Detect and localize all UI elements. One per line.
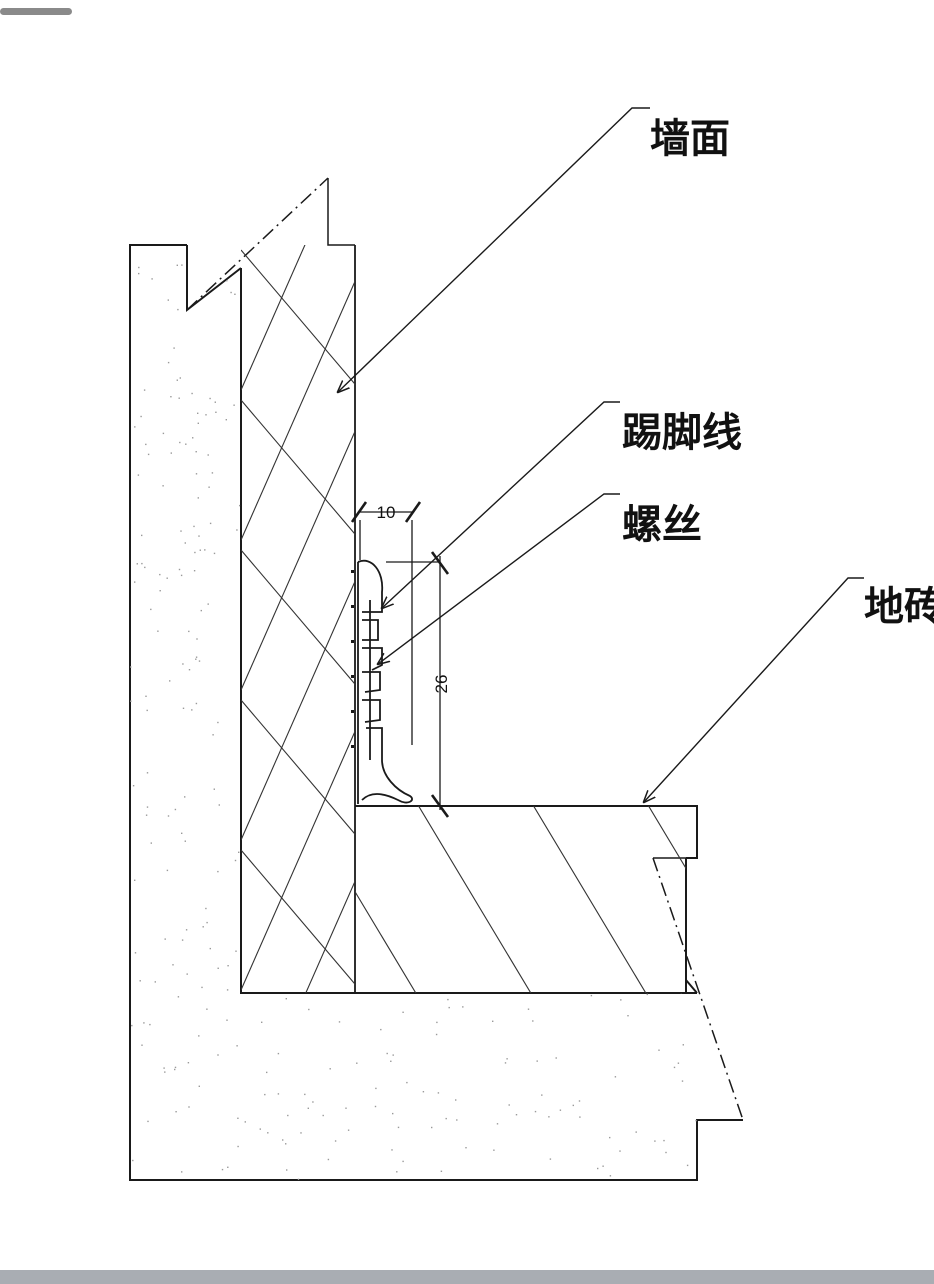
bottom-toolbar xyxy=(0,1270,934,1284)
wall-finish-layer xyxy=(240,245,356,993)
label-floor-tile: 地砖 xyxy=(864,584,934,630)
skirting-leader xyxy=(382,401,620,608)
leader-lines xyxy=(338,107,864,802)
floor-tile-layer xyxy=(355,805,698,993)
concrete-structure xyxy=(129,244,743,1181)
dimension-width xyxy=(350,501,422,745)
label-skirting: 踢脚线 xyxy=(622,410,742,456)
dimension-width-label: 10 xyxy=(377,503,396,522)
screw-leader xyxy=(378,493,620,664)
break-lines xyxy=(186,177,744,1121)
label-wall: 墙面 xyxy=(650,116,730,162)
concrete-speckle-texture xyxy=(130,245,697,1180)
wall-fixing-dots xyxy=(351,570,354,748)
skirting-profile xyxy=(357,559,413,804)
label-screw: 螺丝 xyxy=(622,502,702,548)
floor-tile-leader xyxy=(644,577,864,802)
wall-leader xyxy=(338,107,650,392)
dimension-height-label: 26 xyxy=(432,675,451,694)
drag-handle[interactable] xyxy=(0,8,72,15)
